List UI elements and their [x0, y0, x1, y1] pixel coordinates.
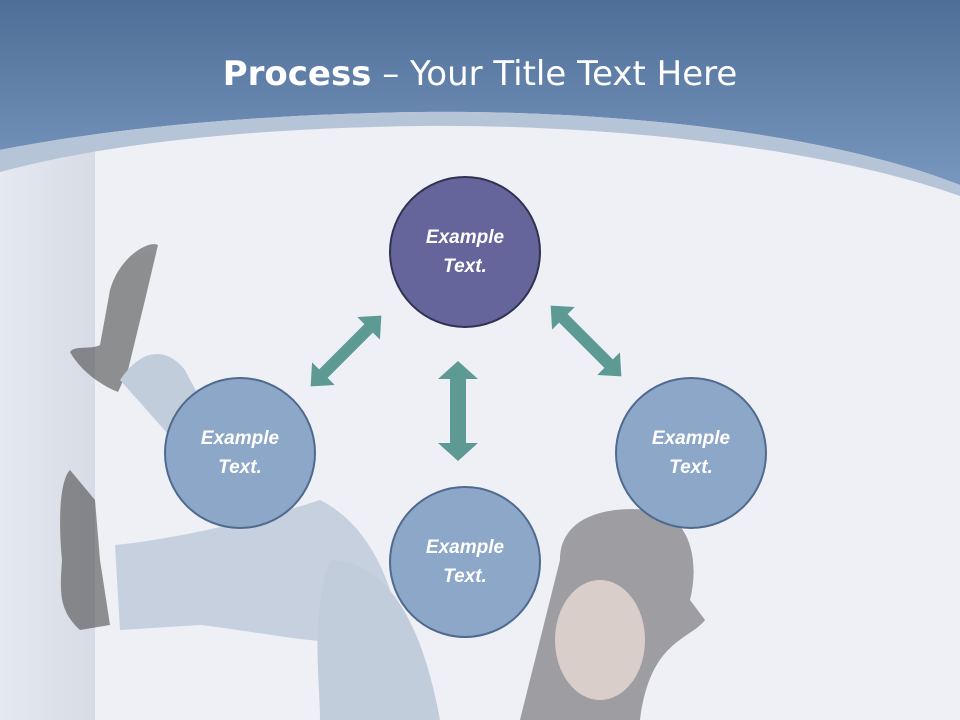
- header-swoosh: [0, 111, 960, 196]
- node-top-line1: Example: [425, 227, 505, 248]
- node-bottom-line2: Text.: [443, 566, 487, 587]
- node-top-line2: Text.: [443, 256, 487, 277]
- title-rest: – Your Title Text Here: [371, 54, 738, 94]
- node-bottom[interactable]: Example Text.: [389, 486, 541, 638]
- node-left-line1: Example: [200, 428, 280, 449]
- background-photo: [60, 244, 705, 720]
- node-top[interactable]: Example Text.: [389, 176, 541, 328]
- node-right-line1: Example: [651, 428, 731, 449]
- node-right-line2: Text.: [669, 457, 713, 478]
- header-band: [0, 0, 960, 185]
- double-arrow-right: [550, 305, 622, 377]
- title-bold: Process: [222, 54, 372, 94]
- node-bottom-line1: Example: [425, 537, 505, 558]
- node-left-line2: Text.: [218, 457, 262, 478]
- slide-title: Process – Your Title Text Here: [0, 52, 960, 96]
- double-arrow-vertical: [438, 361, 478, 461]
- double-arrow-left: [310, 315, 382, 387]
- node-left[interactable]: Example Text.: [164, 377, 316, 529]
- node-right[interactable]: Example Text.: [615, 377, 767, 529]
